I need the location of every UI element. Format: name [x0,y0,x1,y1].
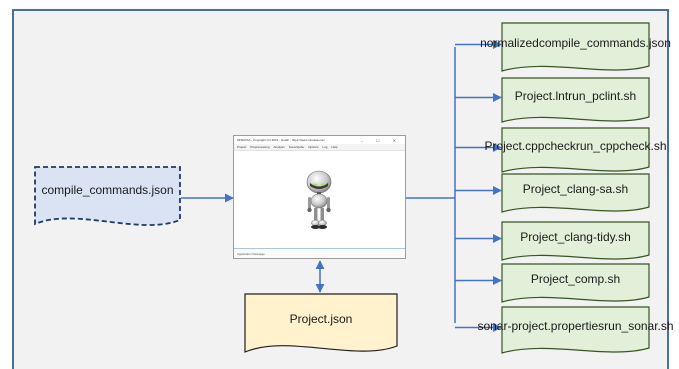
output-document-shape-project-cppcheck [501,127,650,173]
output-line-1: sonar-project.properties [477,318,605,333]
output-line-2: run_sonar.sh [604,318,674,333]
project-document-label: Project.json [289,312,353,327]
output-line-1: Project_clang-sa.sh [522,181,629,196]
menu-item-project: Project [237,145,247,149]
app-title-bar: MISRASA - Copyright (C) 2019 - Hoadr - h… [234,136,405,144]
menu-item-help: Help [331,145,338,149]
input-document-label: compile_commands.json [41,183,174,198]
output-document-shape-project-lnt [501,77,650,123]
output-line-1: normalized [480,35,539,50]
project-document-shape [244,293,398,353]
output-line-1: Project.cppcheck [484,138,576,153]
menu-item-preprocessing: Preprocessing [250,145,270,149]
app-content-area [234,151,405,247]
app-status-bar: Application Message [234,248,405,258]
output-document-label-project-clang-sa: Project_clang-sa.sh [502,174,649,205]
output-document-shape-project-comp [501,263,650,303]
app-menu-bar: Project Preprocessing Analysis SonarQube… [234,144,405,151]
robot-icon [306,170,332,229]
output-line-1: Project_comp.sh [530,271,621,286]
window-controls: – ☐ ✕ [360,137,402,143]
output-document-label-project-comp: Project_comp.sh [502,264,649,295]
output-line-1: Project.lnt [514,88,569,103]
app-title: MISRASA - Copyright (C) 2019 - Hoadr - h… [237,138,326,142]
menu-item-options: Options [308,145,319,149]
menu-item-sonarqube: SonarQube [288,145,305,149]
app-window-screenshot: MISRASA - Copyright (C) 2019 - Hoadr - h… [233,135,406,259]
output-line-2: compile_commands.json [538,35,671,50]
output-document-label-project-clang-tidy: Project_clang-tidy.sh [502,222,649,253]
output-document-shape-project-clang-sa [501,173,650,213]
output-document-shape-project-clang-tidy [501,221,650,261]
output-document-shape-normalized-compile-commands [501,22,650,72]
output-line-2: run_pclint.sh [568,88,637,103]
output-line-1: Project_clang-tidy.sh [520,229,631,244]
output-line-2: run_cppcheck.sh [575,138,667,153]
output-document-shape-sonar-project-properties [501,306,650,354]
menu-item-analysis: Analysis [273,145,285,149]
input-document-shape [34,166,181,226]
menu-item-log: Log [322,145,328,149]
